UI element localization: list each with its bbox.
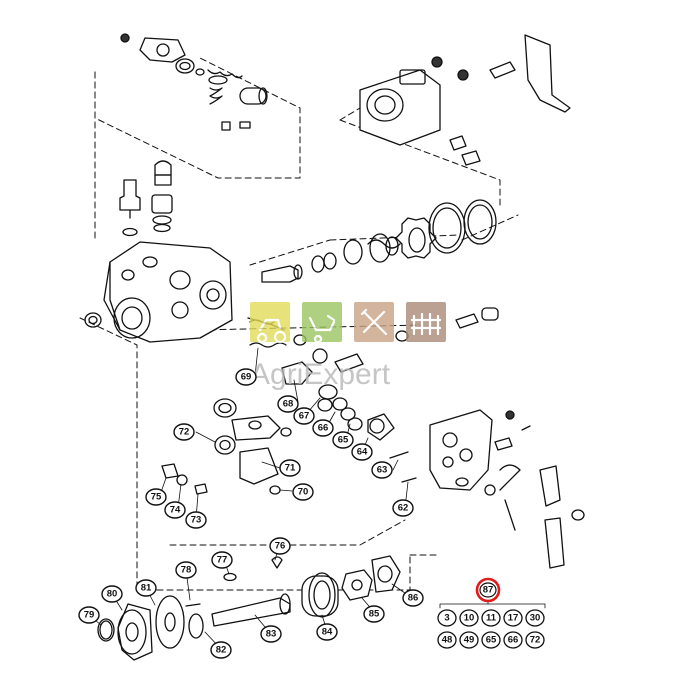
- callout-68[interactable]: 68: [277, 395, 299, 413]
- callout-64-text: 64: [357, 447, 368, 458]
- kit-item-text: 65: [486, 635, 497, 646]
- callout-83[interactable]: 83: [260, 625, 282, 643]
- pump-housing: [84, 241, 233, 343]
- callout-85[interactable]: 85: [363, 605, 385, 623]
- callout-86-text: 86: [408, 593, 419, 604]
- callout-74[interactable]: 74: [164, 501, 186, 519]
- kit-item[interactable]: 66: [503, 631, 523, 649]
- callout-77-text: 77: [217, 555, 228, 566]
- callout-70-text: 70: [298, 487, 309, 498]
- callout-84-text: 84: [322, 627, 333, 638]
- callout-71-text: 71: [285, 463, 296, 474]
- center-component-stack: [247, 317, 417, 483]
- kit-item-text: 72: [530, 635, 541, 646]
- callout-78[interactable]: 78: [175, 561, 197, 579]
- callout-77[interactable]: 77: [211, 551, 233, 569]
- callout-75[interactable]: 75: [145, 488, 167, 506]
- watermark-expert-text: Expert: [303, 358, 390, 391]
- wheelbarrow-icon: [302, 302, 342, 342]
- kit-item[interactable]: 10: [459, 609, 479, 627]
- kit-item-text: 17: [508, 613, 519, 624]
- kit-87-label: 87: [483, 585, 494, 596]
- callout-62[interactable]: 62: [392, 499, 414, 517]
- callout-83-text: 83: [266, 629, 277, 640]
- plunger-row: [261, 199, 497, 283]
- callout-75-text: 75: [151, 492, 162, 503]
- kit-item-text: 3: [444, 613, 449, 624]
- callout-66[interactable]: 66: [312, 419, 334, 437]
- callout-85-text: 85: [369, 609, 380, 620]
- callout-79[interactable]: 79: [78, 606, 100, 624]
- kit-item-text: 10: [464, 613, 475, 624]
- kit-item-text: 49: [464, 635, 475, 646]
- callout-71[interactable]: 71: [279, 459, 301, 477]
- callout-84[interactable]: 84: [316, 623, 338, 641]
- kit-item[interactable]: 30: [525, 609, 545, 627]
- callout-79-text: 79: [84, 610, 95, 621]
- callout-82-text: 82: [216, 645, 227, 656]
- callout-73-text: 73: [191, 515, 202, 526]
- kit-item[interactable]: 48: [437, 631, 457, 649]
- callout-64[interactable]: 64: [351, 443, 373, 461]
- kit-87-highlight-ring: [475, 577, 501, 603]
- callout-72-text: 72: [179, 427, 190, 438]
- watermark-agri-text: Agri: [250, 358, 303, 391]
- kit-item-text: 48: [442, 635, 453, 646]
- cover-plate-group: [161, 398, 292, 495]
- callout-80[interactable]: 80: [101, 585, 123, 603]
- callout-67[interactable]: 67: [293, 407, 315, 425]
- kit-item-text: 30: [530, 613, 541, 624]
- kit-item[interactable]: 65: [481, 631, 501, 649]
- callout-68-text: 68: [283, 399, 294, 410]
- callout-81-text: 81: [141, 583, 152, 594]
- callout-82[interactable]: 82: [210, 641, 232, 659]
- callout-63[interactable]: 63: [371, 461, 393, 479]
- callout-66-text: 66: [318, 423, 329, 434]
- callout-69[interactable]: 69: [235, 368, 257, 386]
- callout-67-text: 67: [299, 411, 310, 422]
- kit-item[interactable]: 17: [503, 609, 523, 627]
- callout-63-text: 63: [377, 465, 388, 476]
- lower-drive-group: [97, 555, 401, 661]
- callout-76[interactable]: 76: [269, 537, 291, 555]
- callout-78-text: 78: [181, 565, 192, 576]
- callout-70[interactable]: 70: [292, 483, 314, 501]
- kit-contents: 3 10 11 17 30 48 49 65 66 72: [437, 609, 545, 649]
- kit-87-callout[interactable]: [479, 582, 497, 598]
- agri-expert-watermark: AgriExpert: [250, 302, 446, 391]
- kit-item-text: 66: [508, 635, 519, 646]
- callout-74-text: 74: [170, 505, 181, 516]
- lower-clips: [185, 556, 283, 607]
- top-valve-group: [120, 33, 268, 131]
- callout-65[interactable]: 65: [332, 431, 354, 449]
- callout-86[interactable]: 86: [402, 589, 424, 607]
- callout-81[interactable]: 81: [135, 579, 157, 597]
- fence-icon: [406, 302, 446, 342]
- svg-text:AgriExpert: AgriExpert: [250, 358, 391, 391]
- kit-item[interactable]: 72: [525, 631, 545, 649]
- callout-labels: 69 68 67 66 65 64 63 62 72 71 70 75 74 7…: [78, 368, 424, 659]
- callout-62-text: 62: [398, 503, 409, 514]
- kit-item-text: 11: [486, 613, 497, 624]
- kit-item[interactable]: 49: [459, 631, 479, 649]
- callout-76-text: 76: [275, 541, 286, 552]
- callout-65-text: 65: [338, 435, 349, 446]
- callout-69-text: 69: [241, 372, 252, 383]
- callout-80-text: 80: [107, 589, 118, 600]
- governor-lever-group: [429, 409, 585, 569]
- repair-kit-87: 87 3 10 11 17 30 48 49 65 66 72: [437, 577, 545, 649]
- left-fitting-group: [119, 160, 173, 237]
- callout-72[interactable]: 72: [173, 423, 195, 441]
- top-flange-group: [359, 34, 571, 166]
- callout-73[interactable]: 73: [185, 511, 207, 529]
- kit-item[interactable]: 3: [437, 609, 457, 627]
- kit-item[interactable]: 11: [481, 609, 501, 627]
